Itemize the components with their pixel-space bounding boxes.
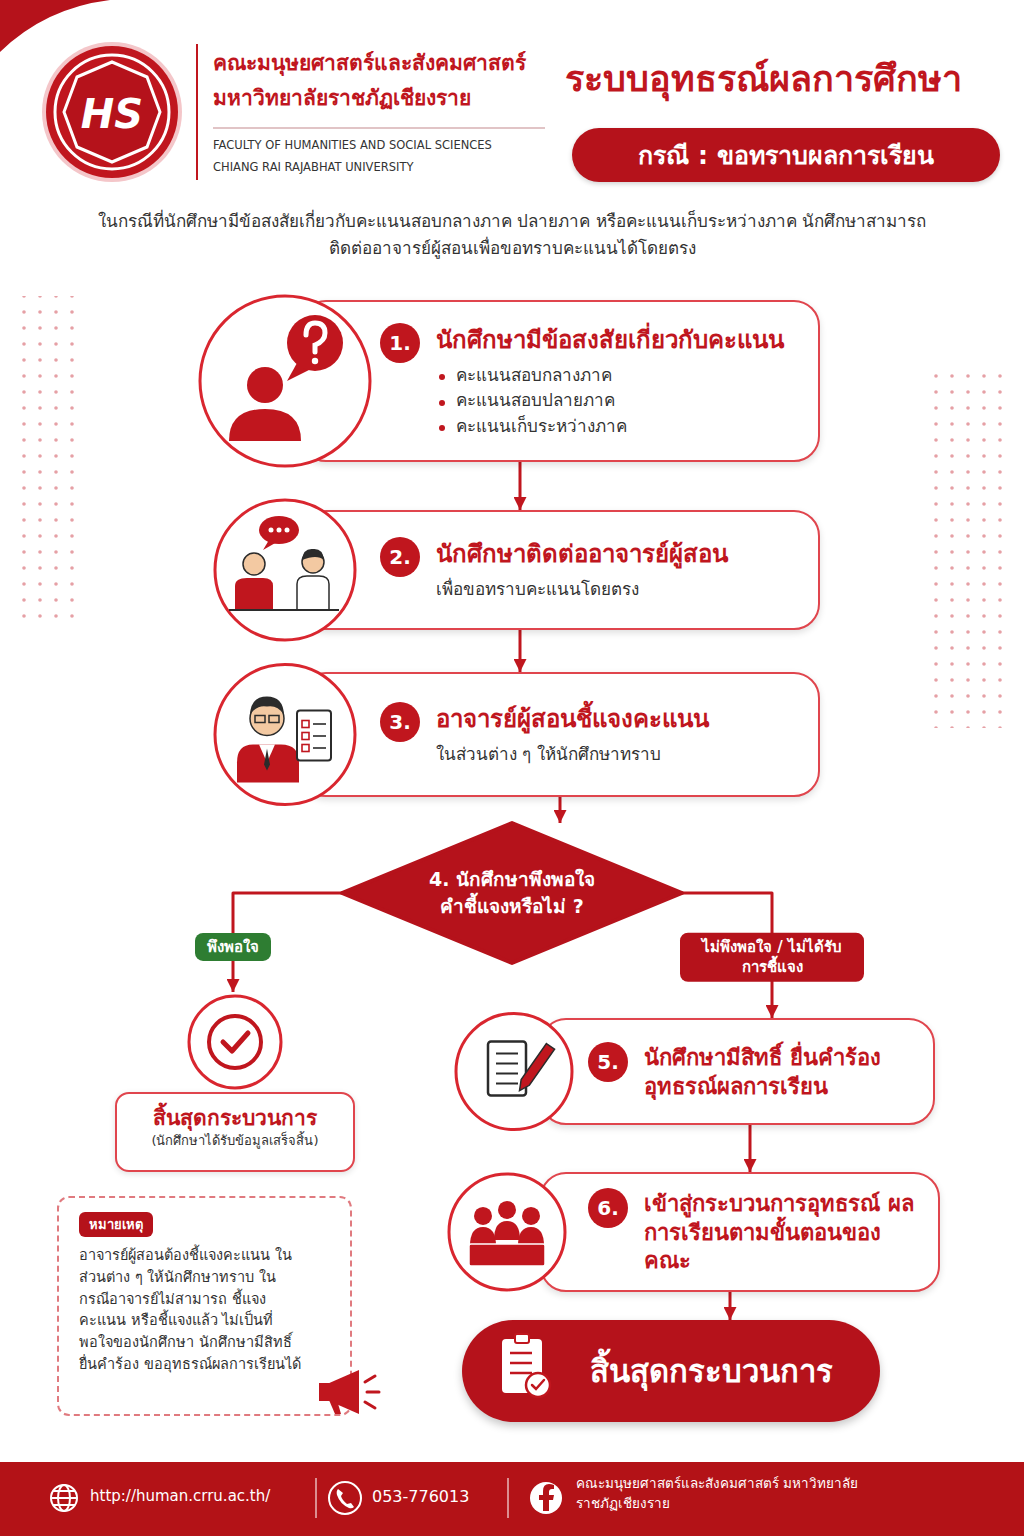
flow-arrow: [559, 797, 562, 823]
university-name: มหาวิทยาลัยราชภัฏเชียงราย: [213, 85, 553, 111]
facebook-icon: [530, 1482, 562, 1514]
corner-swoosh: [0, 0, 110, 52]
facebook-name: คณะมนุษยศาสตร์และสังคมศาสตร์ มหาวิทยาลัย…: [576, 1474, 896, 1513]
step-number: 5.: [588, 1042, 628, 1082]
flow-arrow: [729, 1292, 732, 1320]
bullet-item: คะแนนเก็บระหว่างภาค: [436, 414, 800, 440]
step-heading-row: 3. อาจารย์ผู้สอนชี้แจงคะแนน: [380, 702, 800, 742]
step-heading-row: 2. นักศึกษาติดต่ออาจารย์ผู้สอน: [380, 537, 800, 577]
step-detail: ในส่วนต่าง ๆ ให้นักศึกษาทราบ: [436, 742, 800, 768]
note-text: อาจารย์ผู้สอนต้องชี้แจงคะแนน ในส่วนต่าง …: [79, 1245, 302, 1376]
decision-text: 4. นักศึกษาพึงพอใจ คำชี้แจงหรือไม่ ?: [414, 866, 610, 919]
step-heading: เข้าสู่กระบวนการอุทธรณ์ ผลการเรียนตามขั้…: [644, 1188, 920, 1276]
teacher-icon: [302, 674, 303, 675]
faculty-name: คณะมนุษยศาสตร์และสังคมศาสตร์: [213, 50, 553, 76]
intro-text: ในกรณีที่นักศึกษามีข้อสงสัยเกี่ยวกับคะแน…: [80, 208, 944, 262]
header-rule: [213, 127, 545, 129]
phone-number: 053-776013: [372, 1487, 502, 1507]
process-box: 3. อาจารย์ผู้สอนชี้แจงคะแนนในส่วนต่าง ๆ ใ…: [300, 672, 820, 797]
step-number: 6.: [588, 1188, 628, 1228]
flow-arrow: [749, 1125, 752, 1172]
step-heading: อาจารย์ผู้สอนชี้แจงคะแนน: [436, 702, 709, 735]
university-name-english: CHIANG RAI RAJABHAT UNIVERSITY: [213, 160, 558, 174]
edge-label-box: ไม่พึงพอใจ / ไม่ได้รับการชี้แจง: [680, 933, 864, 982]
process-box: 1. นักศึกษามีข้อสงสัยเกี่ยวกับคะแนนคะแนนส…: [300, 300, 820, 462]
diamond-shape: [342, 823, 343, 824]
globe-icon: [51, 1485, 77, 1511]
case-banner: กรณี : ขอทราบผลการเรียน: [572, 128, 1000, 182]
step-detail: เพื่อขอทราบคะแนนโดยตรง: [436, 577, 800, 603]
mega-icon: [59, 1198, 60, 1199]
faculty-name-english: FACULTY OF HUMANITIES AND SOCIAL SCIENCE…: [213, 138, 558, 152]
header-divider: [196, 44, 198, 180]
footer-separator: [507, 1478, 509, 1518]
flow-arrow: [519, 630, 522, 672]
people-icon: [542, 1174, 543, 1175]
title-box: ระบบอุทธรณ์ผลการศึกษา: [565, 56, 1017, 101]
process-box: 2. นักศึกษาติดต่ออาจารย์ผู้สอนเพื่อขอทราบ…: [300, 510, 820, 630]
logo-letters: HS: [62, 89, 162, 139]
label-box: คณะมนุษยศาสตร์และสังคมศาสตร์: [213, 50, 553, 76]
clip-icon: [462, 1320, 463, 1321]
end-title: สิ้นสุดกระบวนการ: [590, 1346, 833, 1396]
check-icon: [117, 1094, 118, 1095]
label-box: FACULTY OF HUMANITIES AND SOCIAL SCIENCE…: [213, 138, 558, 152]
step-heading: นักศึกษามีสิทธิ์ ยื่นคำร้องอุทธรณ์ผลการเ…: [644, 1042, 915, 1101]
website-url: http://human.crru.ac.th/: [90, 1487, 310, 1506]
label-box: HS: [62, 89, 162, 139]
note-box: หมายเหตุอาจารย์ผู้สอนต้องชี้แจงคะแนน ในส…: [57, 1196, 352, 1416]
edge-label: พึงพอใจ: [195, 933, 271, 961]
step-number: 1.: [380, 323, 420, 363]
bullet-item: คะแนนสอบปลายภาค: [436, 388, 800, 414]
talk-icon: [302, 512, 303, 513]
label-box: 053-776013: [372, 1487, 502, 1507]
end-pill: สิ้นสุดกระบวนการ: [462, 1320, 880, 1422]
step-heading: นักศึกษามีข้อสงสัยเกี่ยวกับคะแนน: [436, 323, 784, 356]
edge-label: ไม่พึงพอใจ / ไม่ได้รับการชี้แจง: [680, 933, 864, 982]
page-title: ระบบอุทธรณ์ผลการศึกษา: [565, 56, 1017, 101]
dot-grid: [16, 296, 80, 626]
case-title: กรณี : ขอทราบผลการเรียน: [638, 135, 933, 175]
footer-band: [0, 1462, 1024, 1536]
label-box: คณะมนุษยศาสตร์และสังคมศาสตร์ มหาวิทยาลัย…: [576, 1474, 896, 1513]
flow-arrow: [519, 462, 522, 510]
process-box: 5. นักศึกษามีสิทธิ์ ยื่นคำร้องอุทธรณ์ผลกา…: [540, 1018, 935, 1125]
bullet-item: คะแนนสอบกลางภาค: [436, 363, 800, 389]
phone-icon: [329, 1482, 361, 1514]
step-number: 2.: [380, 537, 420, 577]
step-heading-row: 1. นักศึกษามีข้อสงสัยเกี่ยวกับคะแนน: [380, 323, 800, 363]
step-heading-row: 5. นักศึกษามีสิทธิ์ ยื่นคำร้องอุทธรณ์ผลกา…: [588, 1042, 915, 1101]
end-title: สิ้นสุดกระบวนการ: [125, 1104, 345, 1132]
label-box: มหาวิทยาลัยราชภัฏเชียงราย: [213, 85, 553, 111]
end-box: สิ้นสุดกระบวนการ(นักศึกษาได้รับข้อมูลเสร…: [115, 1092, 355, 1172]
process-box: 6. เข้าสู่กระบวนการอุทธรณ์ ผลการเรียนตามข…: [540, 1172, 940, 1292]
end-note: (นักศึกษาได้รับข้อมูลเสร็จสิ้น): [125, 1132, 345, 1150]
edge-label-box: พึงพอใจ: [195, 933, 271, 961]
dot-grid: [928, 368, 1006, 728]
label-box: http://human.crru.ac.th/: [90, 1487, 310, 1506]
faculty-logo: [42, 42, 182, 182]
step-number: 3.: [380, 702, 420, 742]
doc-icon: [542, 1020, 543, 1021]
step-heading-row: 6. เข้าสู่กระบวนการอุทธรณ์ ผลการเรียนตามข…: [588, 1188, 920, 1276]
decision-diamond: 4. นักศึกษาพึงพอใจ คำชี้แจงหรือไม่ ?: [342, 823, 682, 963]
label-box: ในกรณีที่นักศึกษามีข้อสงสัยเกี่ยวกับคะแน…: [80, 208, 944, 262]
footer-separator: [315, 1478, 317, 1518]
note-tag: หมายเหตุ: [79, 1212, 153, 1237]
question-icon: [302, 302, 303, 303]
step-heading: นักศึกษาติดต่ออาจารย์ผู้สอน: [436, 537, 728, 570]
label-box: CHIANG RAI RAJABHAT UNIVERSITY: [213, 160, 558, 174]
